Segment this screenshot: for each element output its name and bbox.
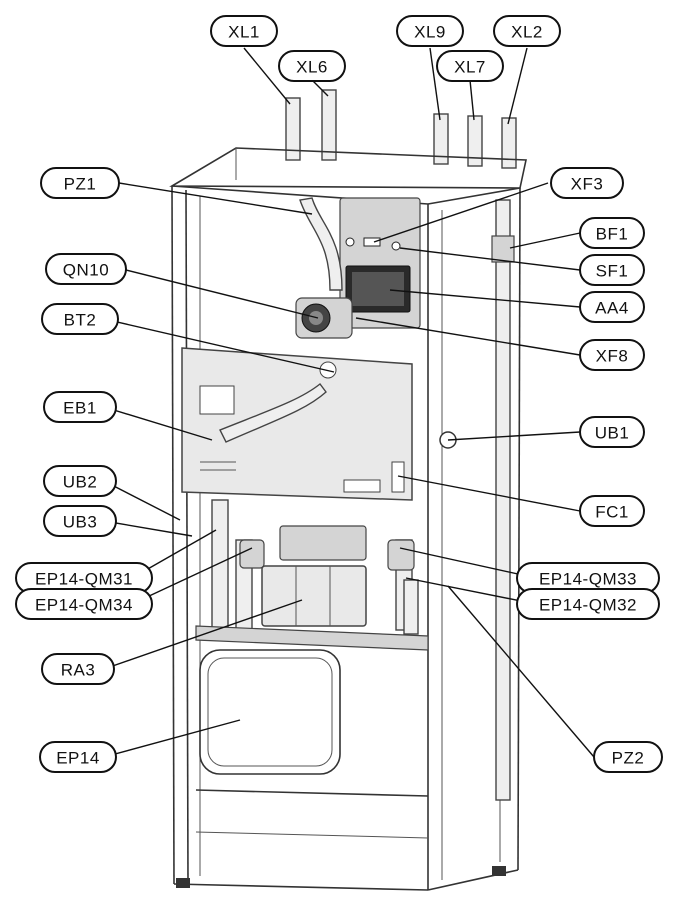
callout-text: PZ2: [612, 749, 645, 768]
callout-text: XF3: [571, 175, 604, 194]
callout-pill: [579, 217, 645, 249]
leader-lines: [103, 47, 595, 758]
lower-valves: [211, 499, 419, 635]
callout-text: UB1: [595, 424, 630, 443]
callout-pill: [43, 465, 117, 497]
callout-ub1: UB1: [579, 416, 645, 448]
callout-text: EP14-QM33: [539, 570, 637, 589]
callout-pill: [516, 588, 660, 620]
callout-xf8: XF8: [579, 339, 645, 371]
callout-ep14-qm32: EP14-QM32: [516, 588, 660, 620]
heater-panel-eb1: [181, 347, 413, 501]
callout-text: EP14-QM34: [35, 596, 133, 615]
compressor-module-ep14: [195, 649, 429, 839]
callout-ep14: EP14: [39, 741, 117, 773]
callout-bt2: BT2: [41, 303, 119, 335]
callout-bf1: BF1: [579, 217, 645, 249]
callout-pill: [396, 15, 464, 47]
callout-xf3: XF3: [550, 167, 624, 199]
callout-pz1: PZ1: [40, 167, 120, 199]
callout-text: UB2: [63, 473, 98, 492]
callout-pill: [579, 339, 645, 371]
callout-text: PZ1: [64, 175, 97, 194]
callout-ep14-qm33: EP14-QM33: [516, 562, 660, 594]
callout-text: XL6: [296, 58, 328, 77]
callout-text: EB1: [63, 399, 97, 418]
callout-aa4: AA4: [579, 291, 645, 323]
callout-text: BT2: [64, 311, 97, 330]
callout-pill: [43, 505, 117, 537]
callout-pill: [579, 495, 645, 527]
callout-text: UB3: [63, 513, 98, 532]
callout-ep14-qm31: EP14-QM31: [15, 562, 153, 594]
callout-text: EP14-QM31: [35, 570, 133, 589]
callout-text: EP14: [56, 749, 100, 768]
callout-xl6: XL6: [278, 50, 346, 82]
callout-xl7: XL7: [436, 50, 504, 82]
callout-text: AA4: [595, 299, 629, 318]
callout-fc1: FC1: [579, 495, 645, 527]
callout-xl1: XL1: [210, 15, 278, 47]
callout-text: QN10: [63, 261, 109, 280]
callout-pill: [493, 15, 561, 47]
valve-qn10: [295, 297, 353, 339]
callout-eb1: EB1: [43, 391, 117, 423]
callout-pill: [593, 741, 663, 773]
top-pipes: [285, 89, 517, 169]
callout-xl2: XL2: [493, 15, 561, 47]
callout-text: RA3: [61, 661, 96, 680]
callout-text: XL2: [511, 23, 543, 42]
callout-sf1: SF1: [579, 254, 645, 286]
heat-pump-unit-drawing: [169, 89, 527, 891]
callout-pill: [278, 50, 346, 82]
callout-ra3: RA3: [41, 653, 115, 685]
callout-qn10: QN10: [45, 253, 127, 285]
callout-pill: [436, 50, 504, 82]
callout-pill: [41, 303, 119, 335]
callout-ep14-qm34: EP14-QM34: [15, 588, 153, 620]
callout-pill: [210, 15, 278, 47]
callout-ub3: UB3: [43, 505, 117, 537]
callout-text: XL9: [414, 23, 446, 42]
callout-text: EP14-QM32: [539, 596, 637, 615]
filter-ra3: [261, 525, 367, 627]
callout-text: FC1: [595, 503, 629, 522]
callout-pill: [579, 416, 645, 448]
callout-pz2: PZ2: [593, 741, 663, 773]
callout-pill: [550, 167, 624, 199]
callout-pill: [43, 391, 117, 423]
callout-pill: [41, 653, 115, 685]
callout-text: XL1: [228, 23, 260, 42]
callout-text: XL7: [454, 58, 486, 77]
callout-ub2: UB2: [43, 465, 117, 497]
callout-text: SF1: [596, 262, 629, 281]
callout-pill: [15, 588, 153, 620]
callout-pill: [45, 253, 127, 285]
callout-text: XF8: [596, 347, 629, 366]
callout-text: BF1: [596, 225, 629, 244]
callout-pill: [40, 167, 120, 199]
callout-pill: [579, 291, 645, 323]
callout-pill: [39, 741, 117, 773]
control-box: [339, 197, 421, 329]
callout-pill: [579, 254, 645, 286]
callout-xl9: XL9: [396, 15, 464, 47]
